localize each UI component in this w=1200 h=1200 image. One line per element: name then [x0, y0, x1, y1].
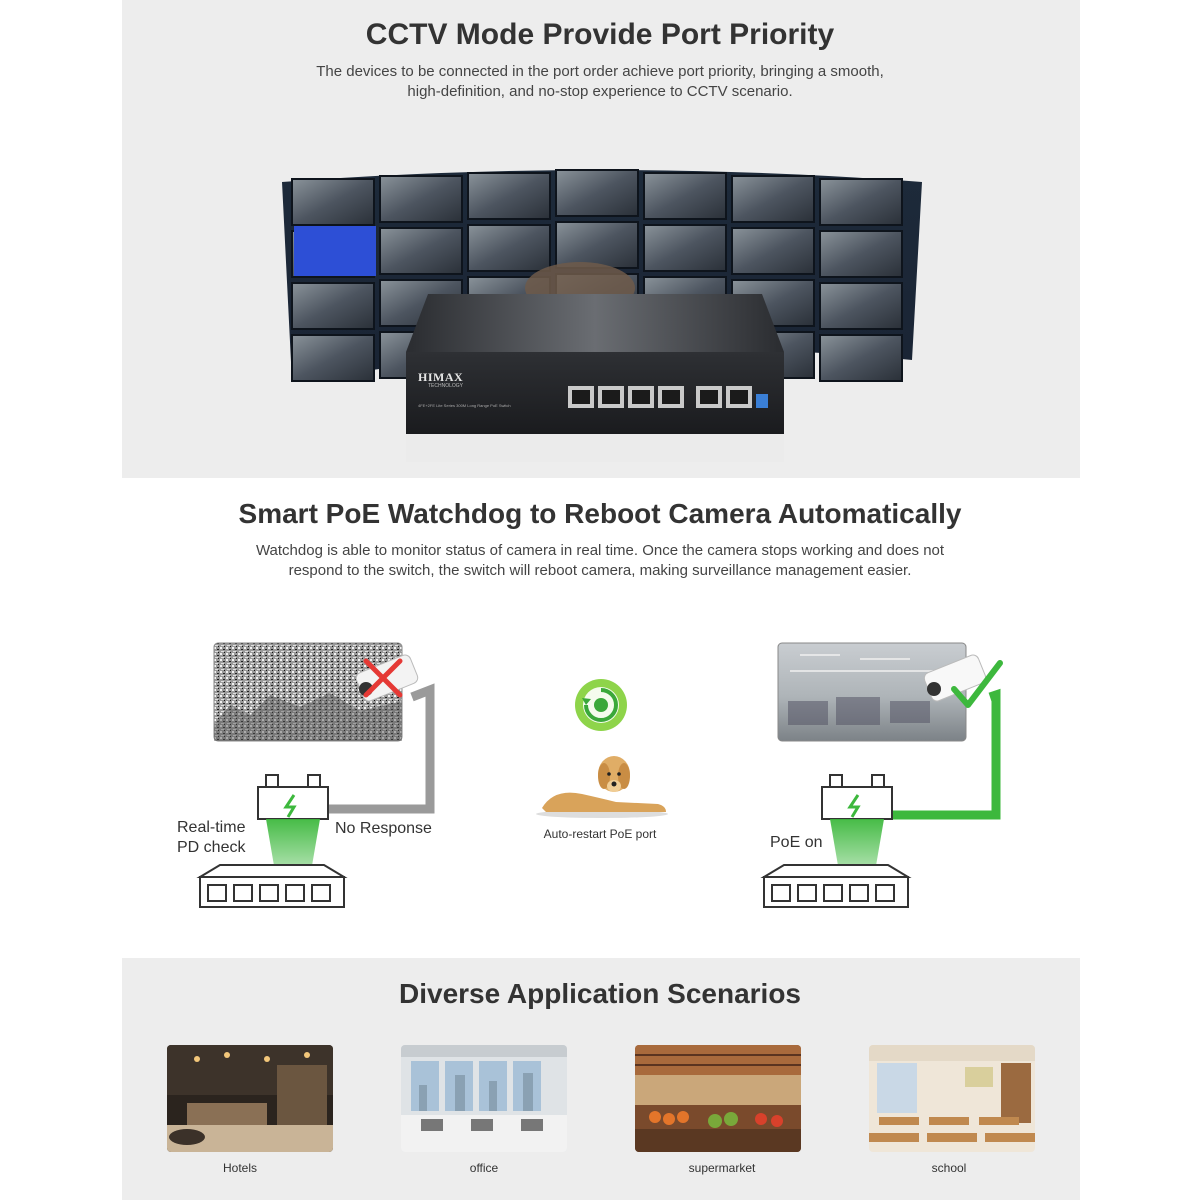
watchdog-ok-diagram [760, 642, 1003, 908]
gray-cable [328, 683, 435, 814]
office-photo [401, 1045, 567, 1152]
golden-retriever-image [536, 756, 668, 818]
cctv-subtitle-line-2: high-definition, and no-stop experience … [407, 83, 793, 100]
switch-model-text: 4FE+2FE Lite Series 300M Long Range PoE … [418, 403, 511, 408]
monitor-screen [467, 224, 551, 272]
scenario-label-office: office [469, 1161, 499, 1175]
monitor-screen [379, 227, 463, 275]
monitor-screen [819, 230, 903, 278]
scenario-label-supermarket: supermarket [688, 1161, 756, 1175]
switch-outline-icon-right [760, 864, 912, 908]
rj45-port-socket [662, 390, 680, 404]
supermarket-photo [635, 1045, 801, 1152]
rj45-port-socket [602, 390, 620, 404]
monitor-screen [643, 172, 727, 220]
rj45-port-socket [632, 390, 650, 404]
realtime-check-label-line-1: Real-time [177, 819, 246, 836]
watchdog-subtitle-line-2: respond to the switch, the switch will r… [288, 562, 912, 579]
watchdog-title: Smart PoE Watchdog to Reboot Camera Auto… [238, 498, 962, 529]
blue-monitor-screen [294, 226, 376, 276]
dip-switch [756, 394, 768, 408]
monitor-screen [555, 221, 639, 269]
monitor-screen [819, 178, 903, 226]
success-check-icon [951, 660, 1003, 708]
realtime-check-label-line-2: PD check [177, 839, 246, 856]
camera-online-icon [923, 654, 987, 702]
monitor-screen [643, 224, 727, 272]
rj45-port-socket [700, 390, 718, 404]
poe-injector-icon [257, 774, 329, 820]
scenarios-title: Diverse Application Scenarios [399, 978, 801, 1009]
switch-brand-subtext: TECHNOLOGY [428, 383, 464, 389]
switch-brand-logo: HIMAX [418, 370, 464, 384]
monitor-screen [291, 334, 375, 382]
poe-on-label: PoE on [770, 834, 823, 851]
scenario-label-hotels: Hotels [222, 1161, 257, 1175]
auto-restart-caption: Auto-restart PoE port [543, 827, 657, 841]
monitor-screen [819, 334, 903, 382]
watchdog-subtitle: Watchdog is able to monitor status of ca… [0, 541, 1200, 581]
monitor-screen [291, 282, 375, 330]
scenario-label-school: school [931, 1161, 967, 1175]
monitor-screen [555, 169, 639, 217]
hotel-lobby-photo [167, 1045, 333, 1152]
static-noise-screen [213, 642, 403, 742]
green-cable [890, 688, 1001, 820]
rj45-ports [568, 386, 752, 408]
fail-cross-icon [363, 658, 403, 698]
watchdog-subtitle-line-1: Watchdog is able to monitor status of ca… [255, 542, 945, 559]
classroom-photo [869, 1045, 1035, 1152]
rj45-port-socket [730, 390, 748, 404]
monitor-screen [467, 172, 551, 220]
no-response-label: No Response [335, 820, 432, 837]
watchdog-fail-diagram [196, 642, 435, 908]
monitor-screen [731, 227, 815, 275]
cctv-title: CCTV Mode Provide Port Priority [365, 18, 835, 51]
switch-outline-icon [196, 864, 348, 908]
poe-injector-icon-right [821, 774, 893, 820]
monitor-screen [819, 282, 903, 330]
cctv-subtitle-line-1: The devices to be connected in the port … [316, 63, 884, 80]
monitor-screen [379, 175, 463, 223]
monitor-screen [291, 178, 375, 226]
poe-switch-image [406, 294, 784, 462]
cctv-subtitle: The devices to be connected in the port … [0, 62, 1200, 102]
monitor-screen [731, 175, 815, 223]
auto-restart-icon [575, 679, 627, 731]
rj45-port-socket [572, 390, 590, 404]
